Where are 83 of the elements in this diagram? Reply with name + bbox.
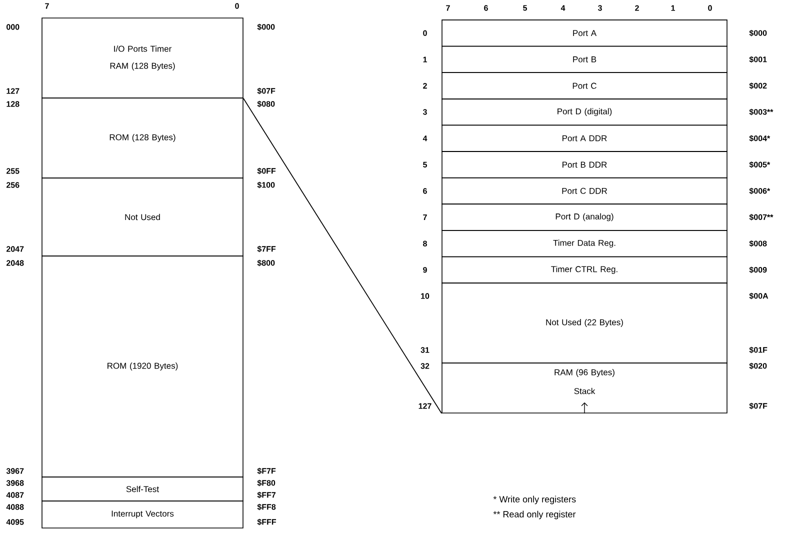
address-label: $07F: [257, 88, 276, 94]
address-label: 6: [423, 188, 427, 194]
address-label: $100: [257, 182, 275, 188]
address-label: $002: [749, 82, 767, 90]
address-label: 3967: [6, 468, 24, 474]
address-label: $7FF: [257, 246, 276, 252]
address-label: 32: [420, 363, 430, 369]
address-label: $800: [257, 260, 275, 266]
address-label: $FF7: [257, 492, 276, 498]
bit-number: 6: [484, 5, 488, 11]
address-label: 0: [423, 30, 427, 36]
address-label: $008: [749, 240, 767, 247]
address-label: 4088: [6, 504, 24, 510]
address-label: 255: [6, 168, 20, 174]
address-label: 4: [422, 136, 428, 142]
memory-block: Port D (analog): [442, 204, 728, 231]
memory-block: Self-Test: [42, 476, 244, 502]
address-label: 128: [6, 101, 20, 107]
memory-block: Port A DDR: [442, 124, 728, 152]
address-label: $000: [749, 30, 767, 36]
address-label: 7: [423, 214, 427, 220]
address-label: 4095: [6, 519, 24, 525]
memory-block: Not Used: [42, 178, 244, 256]
address-label: 2: [423, 83, 427, 89]
bit-number: 3: [598, 5, 602, 11]
memory-block: Timer Data Reg.: [442, 230, 728, 258]
bit-number: 1: [671, 5, 675, 11]
address-label: $00A: [749, 292, 768, 300]
memory-block: RAM (96 Bytes) Stack: [442, 362, 728, 414]
address-label: 10: [421, 293, 430, 299]
address-label: 2047: [6, 246, 24, 252]
bit-number: 4: [560, 5, 566, 11]
address-label: $07F: [749, 402, 768, 410]
address-label: $009: [749, 266, 767, 274]
address-label: $FFF: [257, 518, 276, 526]
memory-block: Port B DDR: [442, 151, 728, 178]
address-label: 1: [423, 56, 427, 62]
address-label: 3: [422, 109, 427, 115]
memory-block: Interrupt Vectors: [42, 500, 244, 528]
address-label: $020: [749, 362, 767, 370]
address-label: $004*: [749, 135, 770, 142]
address-label: $001: [749, 56, 767, 63]
memory-block: Port C DDR: [442, 177, 728, 204]
memory-block: Port B: [442, 46, 728, 73]
bit-number: 7: [446, 5, 450, 11]
footnote: ** Read only register: [493, 510, 576, 520]
address-label: $007**: [749, 214, 774, 220]
memory-block: Timer CTRL Reg.: [442, 256, 728, 284]
address-label: $01F: [749, 346, 768, 354]
memory-block: ROM (1920 Bytes): [42, 256, 244, 478]
address-label: $080: [257, 100, 275, 108]
address-label: $005*: [749, 161, 770, 168]
memory-block: I/O Ports Timer RAM (128 Bytes): [42, 18, 244, 98]
address-label: $F7F: [257, 468, 276, 474]
footnote: * Write only registers: [493, 496, 576, 504]
address-label: 5: [423, 162, 427, 168]
address-label: $0FF: [257, 168, 276, 174]
address-label: 8: [423, 240, 427, 246]
address-label: $FF8: [257, 504, 276, 510]
memory-block: Port D (digital): [442, 98, 728, 126]
memory-block: Port A: [442, 20, 728, 47]
address-label: $F80: [257, 480, 276, 486]
address-label: $006*: [749, 188, 770, 194]
address-label: 256: [6, 182, 20, 188]
bit-number: 5: [523, 5, 527, 11]
leader-line: [242, 98, 442, 414]
address-label: 000: [6, 24, 20, 30]
address-label: 127: [6, 88, 20, 94]
address-label: 31: [420, 347, 430, 353]
bit-number: 0: [708, 5, 712, 11]
address-label: $003**: [749, 108, 774, 116]
memory-block: ROM (128 Bytes): [42, 98, 244, 178]
address-label: $000: [257, 24, 275, 30]
address-label: 2048: [6, 260, 24, 266]
address-label: 127: [418, 403, 432, 409]
bit-number: 2: [635, 5, 639, 11]
memory-block: Not Used (22 Bytes): [442, 282, 728, 364]
memory-block: Port C: [442, 72, 728, 100]
address-label: 9: [423, 267, 427, 273]
address-label: 4087: [6, 492, 24, 498]
address-label: 3968: [6, 480, 24, 486]
bit-number: 0: [235, 3, 239, 9]
bit-number: 7: [45, 3, 49, 9]
